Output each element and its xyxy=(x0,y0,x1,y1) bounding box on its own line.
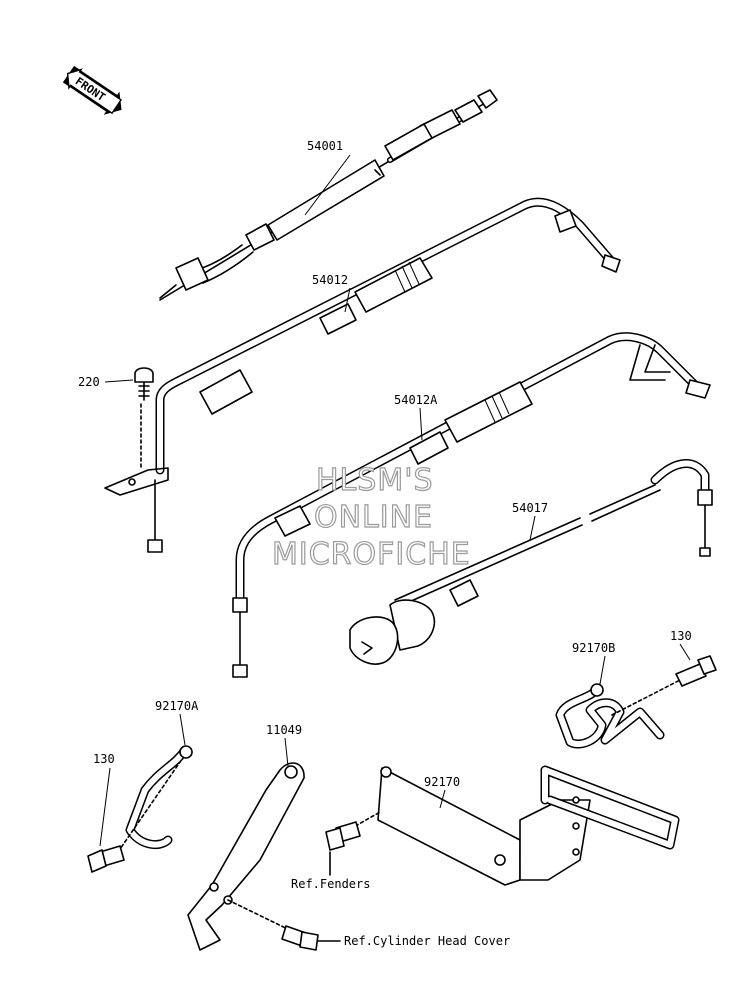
screw-220 xyxy=(134,367,154,471)
part-label-92170B: 92170B xyxy=(572,641,615,655)
front-arrow-icon: FRONT xyxy=(62,65,123,115)
cable-54001 xyxy=(159,89,498,301)
part-label-130-left: 130 xyxy=(93,752,115,766)
part-label-92170: 92170 xyxy=(424,775,460,789)
watermark-line-3: MICROFICHE xyxy=(272,537,471,572)
part-label-92170A: 92170A xyxy=(155,699,199,713)
ref-fenders-label: Ref.Fenders xyxy=(291,877,370,891)
part-label-54012A: 54012A xyxy=(394,393,438,407)
bolt-130-left xyxy=(87,761,181,873)
bolt-fenders xyxy=(325,811,381,876)
cable-54012 xyxy=(104,197,621,553)
part-label-54001: 54001 xyxy=(307,139,343,153)
ref-cylinder-head-label: Ref.Cylinder Head Cover xyxy=(344,934,510,948)
cable-54012A xyxy=(232,332,711,678)
part-label-54012: 54012 xyxy=(312,273,348,287)
part-label-130-right: 130 xyxy=(670,629,692,643)
cable-54017 xyxy=(349,459,713,665)
part-label-220: 220 xyxy=(78,375,100,389)
bolt-cylinder-head xyxy=(227,899,341,951)
clamp-92170B xyxy=(555,683,665,749)
watermark-line-2: ONLINE xyxy=(314,500,433,535)
leader-lines xyxy=(99,154,691,847)
watermark: HLSM'S ONLINE MICROFICHE xyxy=(271,462,471,572)
part-label-54017: 54017 xyxy=(512,501,548,515)
clamp-92170A xyxy=(125,745,193,850)
watermark-line-1: HLSM'S xyxy=(316,463,434,498)
part-label-11049: 11049 xyxy=(266,723,302,737)
bracket-92170 xyxy=(377,765,680,886)
bracket-11049 xyxy=(187,762,305,951)
bolt-130-right xyxy=(611,655,717,716)
